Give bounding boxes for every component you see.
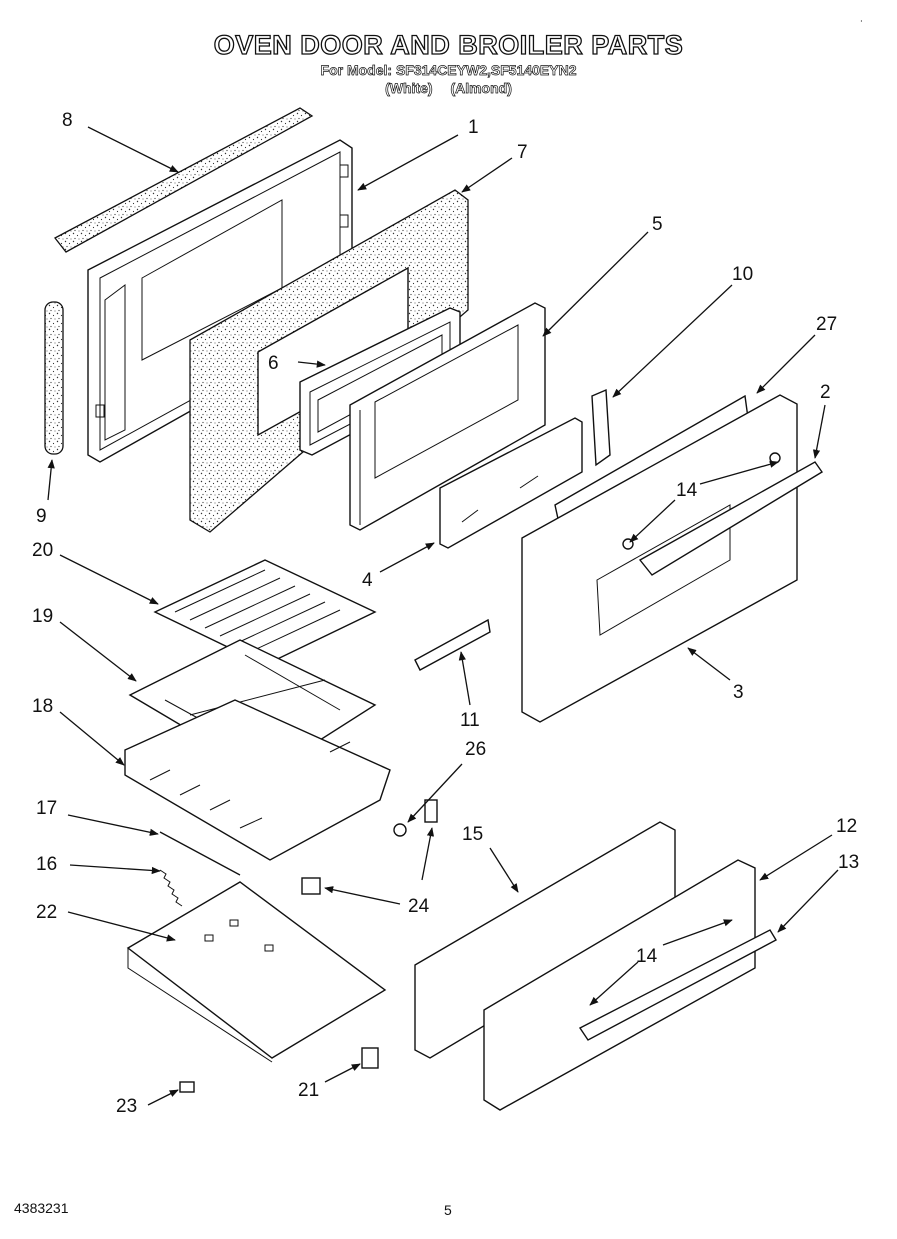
callout-24: 24 [408,896,430,917]
part-26-screw [393,823,407,837]
callout-17: 17 [36,798,57,819]
callout-16: 16 [36,854,57,875]
part-13-broiler-handle [578,929,777,1041]
page-number: 5 [444,1202,452,1218]
part-21-hinge [361,1047,379,1069]
color-almond: (Almond) [450,80,512,97]
part-24-clip-upper [424,799,438,823]
color-white: (White) [385,80,433,97]
callout-14-upper: 14 [676,480,698,501]
callout-1: 1 [468,117,479,138]
part-17-rod [159,831,241,876]
document-number: 4383231 [14,1200,69,1216]
callout-2: 2 [820,382,831,403]
part-22-broiler-tray [126,881,387,1063]
callout-23: 23 [116,1096,137,1117]
callout-7: 7 [517,142,528,163]
part-24-clip-lower [301,877,321,895]
color-line: (White) (Almond) [0,80,897,97]
callout-20: 20 [32,540,53,561]
part-4-outer-glass [439,417,583,549]
part-23-bolt [179,1081,195,1093]
callout-5: 5 [652,214,663,235]
leader-lines [47,126,839,1106]
model-line: For Model: SF314CEYW2,SF5140EYN2 [320,62,577,79]
callout-9: 9 [36,506,47,527]
callout-14-lower: 14 [636,946,658,967]
part-12-broiler-door [483,859,756,1111]
callout-8: 8 [62,110,73,131]
part-16-spring [159,869,183,907]
callout-21: 21 [298,1080,319,1101]
callout-18: 18 [32,696,53,717]
part-20-broiler-grid [153,559,377,666]
callout-6: 6 [268,353,279,374]
part-10-bracket [591,388,611,467]
callout-12: 12 [836,816,857,837]
callout-22: 22 [36,902,57,923]
callout-27: 27 [816,314,837,335]
part-8-gasket-strip [54,107,314,253]
callout-11: 11 [460,710,480,731]
part-2-door-handle [638,461,824,576]
callout-3: 3 [733,682,744,703]
part-18-broiler-pan [124,699,391,861]
callout-26: 26 [465,739,486,760]
callout-4: 4 [362,570,373,591]
part-11-hinge-bracket [414,618,491,671]
callout-15: 15 [462,824,483,845]
part-9-gasket-tube [44,301,64,455]
callout-13: 13 [838,852,859,873]
page-title: OVEN DOOR AND BROILER PARTS [213,29,684,60]
part-5-door-liner [349,302,546,531]
corner-mark: ˙ [860,18,864,32]
callout-19: 19 [32,606,53,627]
callout-10: 10 [732,264,753,285]
